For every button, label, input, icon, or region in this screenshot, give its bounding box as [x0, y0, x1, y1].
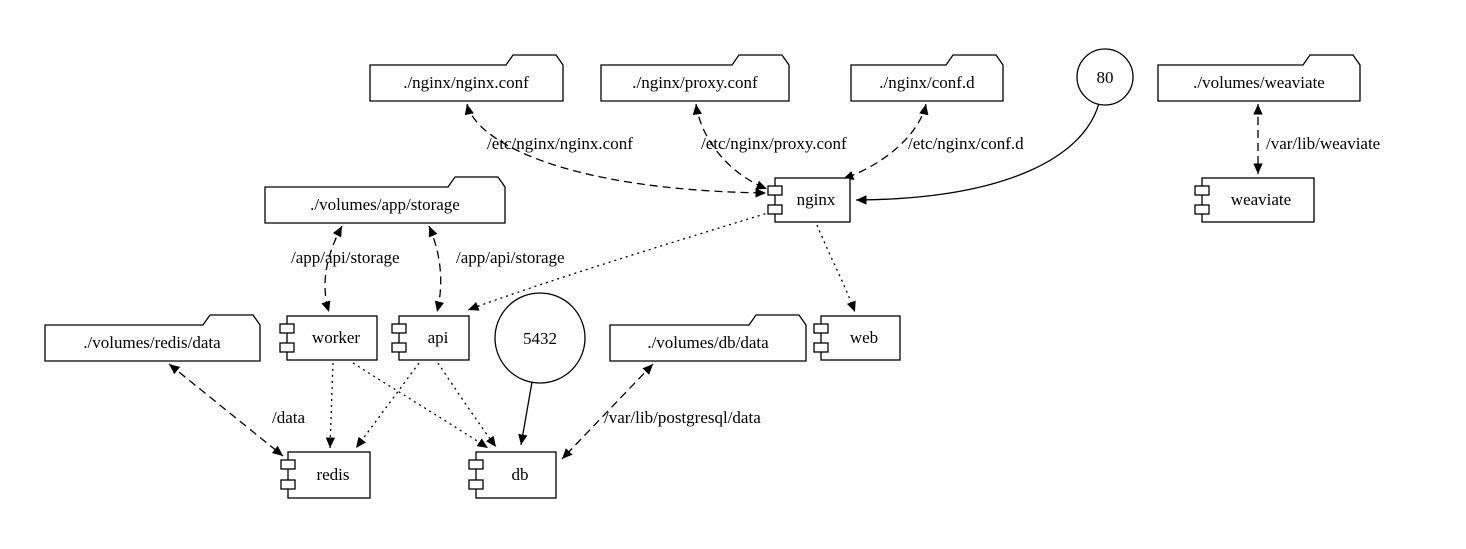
component-tab-icon — [391, 323, 407, 334]
component-tab-icon — [767, 204, 783, 215]
folder-icon — [264, 176, 506, 224]
edge-label-data: /data — [272, 408, 305, 427]
node-label: ./volumes/redis/data — [83, 333, 221, 352]
node-redis-component: redis — [280, 451, 371, 499]
edge-label-etc-proxy-conf: /etc/nginx/proxy.conf — [701, 134, 847, 153]
edge-nginxconf-nginx — [464, 103, 767, 198]
node-label: redis — [316, 465, 349, 484]
edge-label-etc-conf-d: /etc/nginx/conf.d — [908, 134, 1024, 153]
edge-nginx-web — [816, 224, 856, 313]
node-port-5432: 5432 — [494, 292, 586, 384]
folder-icon — [850, 54, 1004, 102]
edge-label-etc-nginx-conf: /etc/nginx/nginx.conf — [487, 134, 633, 153]
edge-label-var-lib-postgresql-data: /var/lib/postgresql/data — [604, 408, 761, 427]
edge-label-app-api-storage-worker: /app/api/storage — [291, 248, 400, 267]
edge-port5432-db — [518, 381, 533, 446]
node-port-80: 80 — [1076, 48, 1134, 106]
node-worker-component: worker — [279, 315, 378, 361]
component-tab-icon — [767, 185, 783, 196]
component-tab-icon — [468, 479, 484, 490]
component-tab-icon — [813, 342, 829, 353]
folder-icon — [609, 314, 807, 362]
edge-api-redis — [355, 362, 420, 449]
node-volumes-db-data-folder: ./volumes/db/data — [609, 314, 807, 362]
component-tab-icon — [391, 342, 407, 353]
node-label: ./nginx/conf.d — [879, 73, 975, 92]
node-volumes-weaviate-folder: ./volumes/weaviate — [1157, 54, 1361, 102]
port-circle — [494, 292, 586, 384]
edge-proxyconf-nginx — [692, 103, 768, 190]
component-tab-icon — [280, 479, 296, 490]
component-box — [1201, 177, 1315, 223]
component-tab-icon — [1194, 185, 1210, 196]
component-tab-icon — [279, 323, 295, 334]
component-box — [287, 451, 371, 499]
node-label: 5432 — [523, 329, 557, 348]
component-tab-icon — [468, 459, 484, 470]
node-label: ./nginx/nginx.conf — [403, 73, 529, 92]
component-box — [820, 315, 901, 361]
port-circle — [1076, 48, 1134, 106]
node-nginx-component: nginx — [767, 177, 851, 223]
edge-worker-redis — [325, 362, 336, 449]
edge-appstorage-api — [428, 225, 445, 313]
component-tab-icon — [1194, 204, 1210, 215]
edge-port80-nginx — [855, 102, 1100, 205]
folder-icon — [1157, 54, 1361, 102]
node-label: ./volumes/app/storage — [310, 195, 460, 214]
node-nginx-conf-folder: ./nginx/nginx.conf — [369, 54, 564, 102]
component-box — [286, 315, 378, 361]
folder-icon — [600, 54, 790, 102]
node-label: 80 — [1097, 68, 1114, 87]
edge-nginx-api — [467, 211, 772, 311]
node-label: nginx — [797, 190, 836, 209]
component-tab-icon — [280, 459, 296, 470]
edges — [168, 102, 1263, 460]
edge-labels: /etc/nginx/nginx.conf /etc/nginx/proxy.c… — [272, 134, 1380, 427]
edge-label-var-lib-weaviate: /var/lib/weaviate — [1266, 134, 1380, 153]
component-tab-icon — [813, 323, 829, 334]
component-box — [774, 177, 851, 223]
node-label: worker — [312, 328, 360, 347]
node-web-component: web — [813, 315, 901, 361]
edge-dbdata-db — [561, 363, 654, 460]
node-volumes-app-storage-folder: ./volumes/app/storage — [264, 176, 506, 224]
edge-redisdata-redis — [168, 363, 284, 457]
component-tab-icon — [279, 342, 295, 353]
node-label: api — [428, 328, 449, 347]
folder-icon — [369, 54, 564, 102]
node-label: ./nginx/proxy.conf — [632, 73, 758, 92]
node-label: ./volumes/weaviate — [1193, 73, 1325, 92]
edge-label-app-api-storage-api: /app/api/storage — [456, 248, 565, 267]
node-proxy-conf-folder: ./nginx/proxy.conf — [600, 54, 790, 102]
node-weaviate-component: weaviate — [1194, 177, 1315, 223]
node-conf-d-folder: ./nginx/conf.d — [850, 54, 1004, 102]
edge-appstorage-worker — [321, 225, 343, 313]
edge-worker-db — [352, 362, 489, 449]
component-box — [398, 315, 470, 361]
folder-icon — [44, 314, 261, 362]
component-box — [475, 451, 557, 499]
node-label: ./volumes/db/data — [647, 333, 769, 352]
node-api-component: api — [391, 315, 470, 361]
node-volumes-redis-data-folder: ./volumes/redis/data — [44, 314, 261, 362]
edge-api-db — [437, 362, 497, 448]
node-db-component: db — [468, 451, 557, 499]
node-label: weaviate — [1231, 190, 1291, 209]
node-label: web — [850, 328, 878, 347]
node-label: db — [512, 465, 529, 484]
